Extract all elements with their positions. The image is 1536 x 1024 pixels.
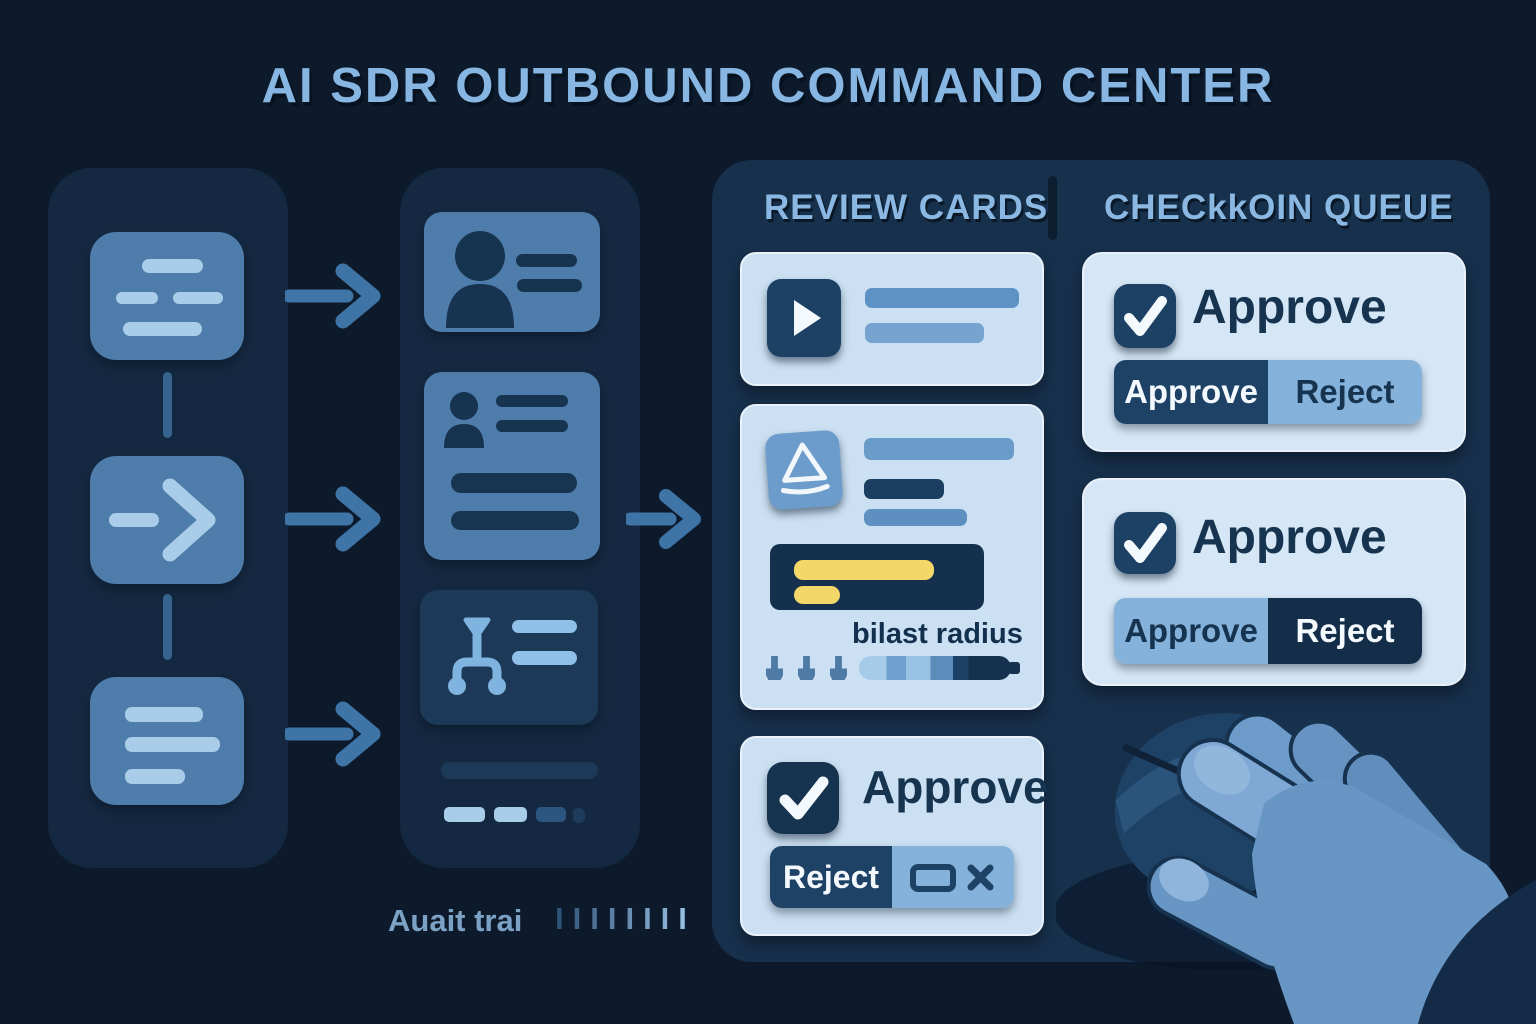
play-icon — [794, 300, 821, 336]
connector-dash — [163, 594, 172, 660]
prospect-card[interactable] — [424, 212, 600, 332]
flow-arrow-icon — [285, 701, 381, 767]
approve-checkbox[interactable] — [767, 762, 839, 834]
flow-arrow-icon — [626, 489, 701, 549]
window-close-icon — [910, 864, 994, 892]
checkin-card: Approve Approve Reject — [1082, 478, 1466, 686]
audit-trail-label: Auait trai — [388, 903, 523, 938]
score-bar — [451, 473, 577, 493]
reject-button[interactable]: Reject — [770, 846, 892, 908]
highlight-box — [770, 544, 984, 610]
hand-mouse-illustration — [1056, 712, 1536, 1024]
flow-arrow-icon — [285, 263, 381, 329]
campaign-progress-bar — [441, 762, 598, 779]
alert-triangle-icon — [780, 442, 830, 495]
checkmark-icon — [1124, 296, 1167, 336]
approve-button[interactable]: Approve — [1114, 598, 1268, 664]
approve-checkbox[interactable] — [1114, 284, 1176, 348]
prospect-panel — [400, 168, 640, 868]
card-heading: Approve — [1192, 511, 1387, 564]
pipeline-step-queue[interactable] — [90, 677, 244, 805]
checkin-queue-header: CHECkkOIN QUEUE — [1104, 188, 1454, 227]
hand-illustration — [1146, 712, 1536, 1024]
slider-knob[interactable] — [1008, 662, 1020, 674]
sleeve — [1418, 880, 1536, 1024]
pipeline-step-compose[interactable] — [90, 232, 244, 360]
card-heading: Approve — [1192, 281, 1387, 334]
checkmark-icon — [1124, 523, 1167, 563]
sequence-card[interactable] — [420, 590, 598, 725]
score-bar — [451, 511, 579, 530]
reject-button[interactable]: Reject — [1268, 598, 1422, 664]
review-card-message — [740, 252, 1044, 386]
dismiss-button[interactable] — [892, 846, 1014, 908]
pipeline-step-send[interactable] — [90, 456, 244, 584]
approve-button[interactable]: Approve — [1114, 360, 1268, 424]
person-icon — [444, 392, 484, 448]
blast-radius-slider[interactable] — [859, 656, 1020, 680]
checkmark-icon — [779, 776, 829, 820]
reject-button[interactable]: Reject — [1268, 360, 1422, 424]
review-cards-header: REVIEW CARDS — [764, 188, 1049, 227]
alert-tile — [764, 429, 844, 511]
page-title: AI SDR OUTBOUND COMMAND CENTER — [261, 59, 1275, 113]
card-heading: Approve — [862, 761, 1049, 813]
blast-radius-label: bilast radius — [852, 618, 1023, 650]
person-icon — [446, 231, 514, 328]
review-card-approve: Approve Reject — [740, 736, 1049, 936]
connector-dash — [163, 372, 172, 438]
review-card-blast: bilast radius — [740, 404, 1044, 710]
prospect-detail-card[interactable] — [424, 372, 600, 560]
header-divider — [1048, 176, 1057, 240]
checkin-card: Approve Approve Reject — [1082, 252, 1466, 452]
flowchart-icon — [448, 617, 506, 695]
audit-trail-ticks: IIIIIIII — [555, 901, 696, 936]
arrow-right-icon — [109, 478, 216, 562]
play-button[interactable] — [767, 279, 841, 357]
pin-icon — [766, 656, 783, 680]
pin-icon — [830, 656, 847, 680]
pin-icon — [798, 656, 815, 680]
approve-checkbox[interactable] — [1114, 512, 1176, 574]
flow-arrow-icon — [285, 486, 381, 552]
command-panel: REVIEW CARDS CHECkkOIN QUEUE — [712, 160, 1490, 962]
pipeline-panel — [48, 168, 288, 868]
